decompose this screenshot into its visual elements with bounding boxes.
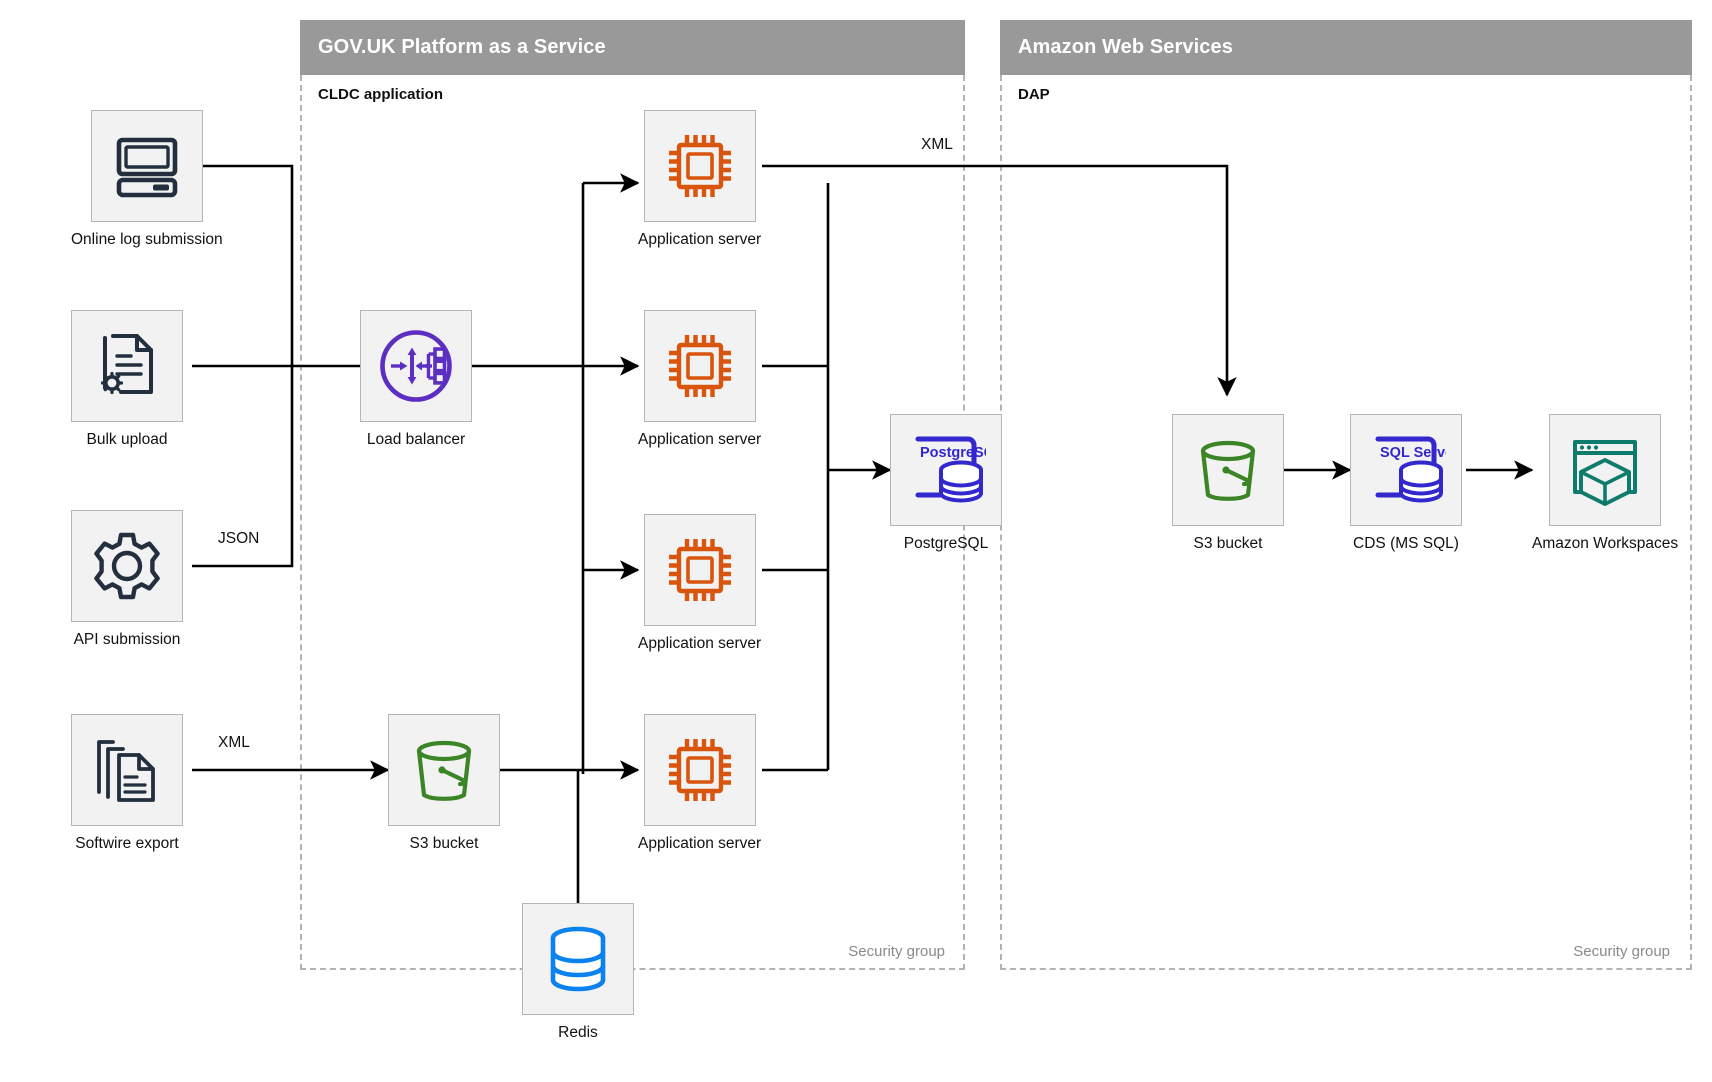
node-s3-bucket-paas-label: S3 bucket	[409, 835, 479, 852]
sql-server-badge-text: SQL Server	[1380, 445, 1446, 461]
group-footnote-paas-security-group: Security group	[848, 943, 945, 960]
node-api-submission-box[interactable]	[71, 510, 183, 622]
cpu-chip-icon	[668, 335, 731, 397]
node-bulk-upload[interactable]: Bulk upload	[71, 310, 183, 449]
node-bulk-upload-box[interactable]	[71, 310, 183, 422]
group-header-paas: GOV.UK Platform as a Service	[300, 20, 965, 75]
node-redis-label: Redis	[558, 1024, 598, 1041]
edge-label-xml-left: XML	[213, 734, 255, 752]
node-softwire-export-label: Softwire export	[75, 835, 179, 852]
cpu-chip-icon	[668, 135, 731, 197]
node-app-server-4-box[interactable]	[643, 714, 756, 826]
node-redis[interactable]: Redis	[522, 903, 634, 1042]
node-amazon-workspaces-box[interactable]	[1549, 414, 1662, 526]
node-api-submission[interactable]: API submission	[71, 510, 183, 649]
node-app-server-3[interactable]: Application server	[638, 514, 761, 653]
group-sublabel-dap: DAP	[1018, 86, 1050, 103]
node-load-balancer-box[interactable]	[360, 310, 472, 422]
node-online-log-submission-box[interactable]	[90, 110, 203, 222]
node-postgresql-label: PostgreSQL	[903, 535, 989, 552]
node-amazon-workspaces-label: Amazon Workspaces	[1532, 535, 1679, 552]
group-footnote-aws-security-group: Security group	[1573, 943, 1670, 960]
node-app-server-2[interactable]: Application server	[638, 310, 761, 449]
edge-label-json: JSON	[213, 530, 265, 548]
node-online-log-submission-label: Online log submission	[71, 231, 223, 248]
node-amazon-workspaces[interactable]: Amazon Workspaces	[1532, 414, 1678, 553]
group-header-paas-label: GOV.UK Platform as a Service	[318, 36, 606, 58]
cpu-chip-icon	[668, 539, 731, 601]
node-app-server-1-box[interactable]	[643, 110, 756, 222]
group-sublabel-cldc-application: CLDC application	[318, 86, 444, 103]
node-softwire-export-box[interactable]	[71, 714, 183, 826]
desktop-computer-icon	[116, 137, 178, 198]
redis-database-icon	[550, 926, 606, 992]
node-postgresql[interactable]: PostgreSQL PostgreSQL	[890, 414, 1002, 553]
group-header-aws: Amazon Web Services	[1000, 20, 1692, 75]
load-balancer-icon	[380, 330, 452, 402]
document-gear-icon	[100, 334, 153, 395]
node-cds-ms-sql-label: CDS (MS SQL)	[1353, 535, 1459, 552]
edge-label-xml-top: XML	[916, 136, 958, 154]
group-header-aws-label: Amazon Web Services	[1018, 36, 1233, 58]
gear-icon	[94, 532, 160, 600]
node-api-submission-label: API submission	[73, 631, 181, 648]
documents-stack-icon	[97, 740, 155, 802]
node-app-server-4-label: Application server	[638, 835, 762, 852]
node-s3-bucket-aws[interactable]: S3 bucket	[1172, 414, 1284, 553]
postgresql-badge-text: PostgreSQL	[920, 445, 986, 461]
sql-server-icon: SQL Server	[1375, 436, 1446, 503]
node-app-server-2-box[interactable]	[643, 310, 756, 422]
node-cds-ms-sql-box[interactable]: SQL Server	[1350, 414, 1462, 526]
s3-bucket-icon	[1200, 440, 1256, 501]
node-online-log-submission[interactable]: Online log submission	[71, 110, 223, 249]
node-app-server-3-label: Application server	[638, 635, 762, 652]
node-load-balancer-label: Load balancer	[366, 431, 466, 448]
amazon-workspaces-icon	[1573, 440, 1638, 506]
node-redis-box[interactable]	[522, 903, 634, 1015]
node-app-server-4[interactable]: Application server	[638, 714, 761, 853]
node-s3-bucket-paas[interactable]: S3 bucket	[388, 714, 500, 853]
node-app-server-3-box[interactable]	[643, 514, 756, 626]
node-softwire-export[interactable]: Softwire export	[71, 714, 183, 853]
node-app-server-1[interactable]: Application server	[638, 110, 761, 249]
node-cds-ms-sql[interactable]: SQL Server CDS (MS SQL)	[1350, 414, 1462, 553]
s3-bucket-icon	[416, 740, 472, 801]
node-postgresql-box[interactable]: PostgreSQL	[890, 414, 1002, 526]
node-s3-bucket-aws-box[interactable]	[1172, 414, 1284, 526]
node-load-balancer[interactable]: Load balancer	[360, 310, 472, 449]
node-s3-bucket-paas-box[interactable]	[388, 714, 500, 826]
node-s3-bucket-aws-label: S3 bucket	[1193, 535, 1263, 552]
postgresql-icon: PostgreSQL	[915, 436, 986, 503]
cpu-chip-icon	[668, 739, 731, 801]
node-app-server-2-label: Application server	[638, 431, 762, 448]
node-bulk-upload-label: Bulk upload	[86, 431, 168, 448]
node-app-server-1-label: Application server	[638, 231, 762, 248]
